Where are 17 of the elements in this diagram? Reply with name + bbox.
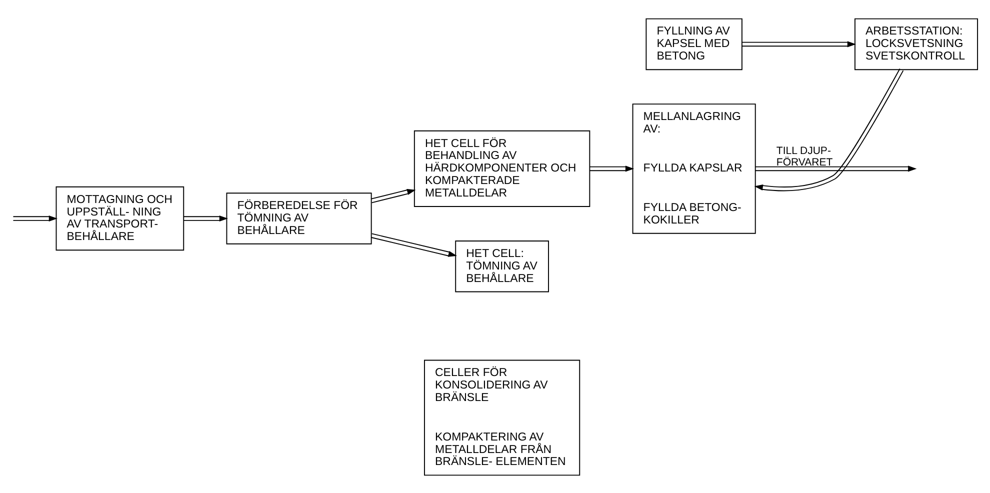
node-box: ARBETSSTATION: LOCKSVETSNING SVETSKONTROLL	[854, 18, 978, 70]
node-box: MOTTAGNING OCH UPPSTÄLL- NING AV TRANSPORT- BEHÅLLARE	[56, 186, 184, 250]
node-box: HET CELL: TÖMNING AV BEHÅLLARE	[455, 240, 549, 292]
node-box: FYLLNING AV KAPSEL MED BETONG	[646, 18, 742, 70]
arrow	[183, 214, 228, 222]
node-box: HET CELL FÖR BEHANDLING AV HÄRDKOMPONENTER OCH KOMPAKTERADE METALLDELAR	[414, 130, 590, 207]
node-box: FÖRBEREDELSE FÖR TÖMNING AV BEHÅLLARE	[226, 192, 372, 244]
arrow	[12, 214, 58, 222]
node-box: MELLANLAGRING AV: FYLLDA KAPSLAR FYLLDA BETONG- KOKILLER	[632, 103, 756, 234]
arrow	[589, 165, 634, 172]
arrow	[742, 40, 856, 47]
node-box: CELLER FÖR KONSOLIDERING AV BRÄNSLE KOMPAKTERING AV METALLDELAR FRÅN BRÄNSLE- ELEMENTEN	[424, 359, 580, 476]
arrow	[370, 188, 416, 203]
arrow	[755, 165, 917, 172]
edge-label: TILL DJUP- FÖRVARET	[776, 144, 833, 168]
arrow	[754, 68, 904, 191]
arrow	[370, 232, 457, 256]
